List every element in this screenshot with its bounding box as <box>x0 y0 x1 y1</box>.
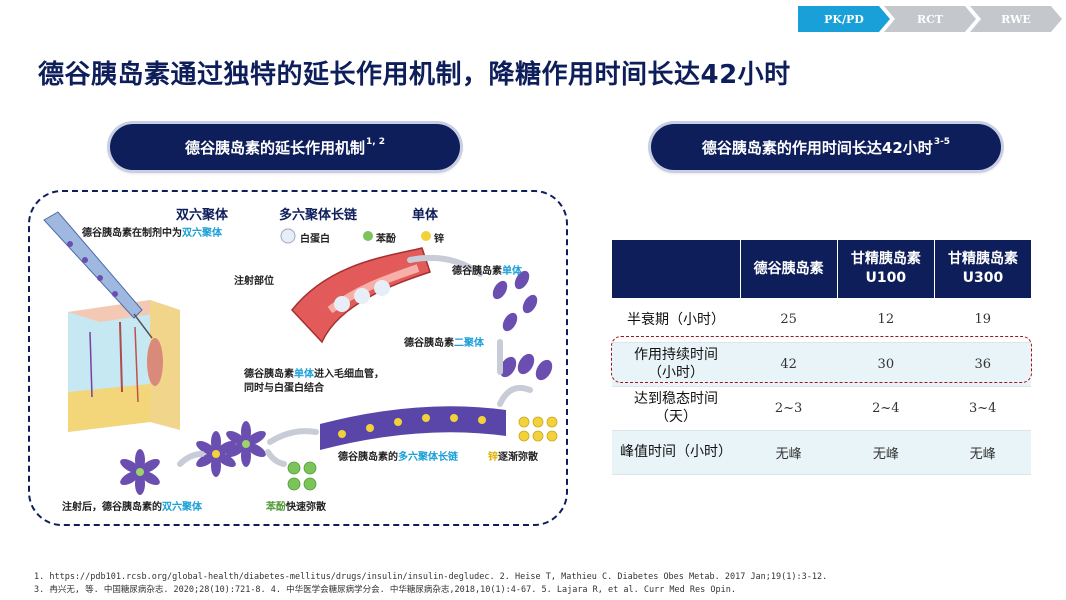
table-cell: 12 <box>837 298 935 343</box>
dihexamer-graphic <box>120 421 266 495</box>
table-cell: 2~4 <box>837 386 935 431</box>
table-header-row: 德谷胰岛素 甘精胰岛素 U100 甘精胰岛素 U300 <box>612 240 1031 298</box>
label-dimer: 德谷胰岛素二聚体 <box>404 338 484 349</box>
table-cell: 19 <box>934 298 1031 343</box>
syringe-graphic <box>43 211 153 339</box>
table-cell: 25 <box>740 298 838 343</box>
row-label-steady-state: 达到稳态时间 （天） <box>612 386 740 431</box>
nav-step-pkpd[interactable]: PK/PD <box>798 6 890 32</box>
label-chain: 德谷胰岛素的多六聚体长链 <box>338 452 458 463</box>
legend-symbols <box>280 228 431 244</box>
nav-step-rct[interactable]: RCT <box>884 6 976 32</box>
table-cell: 42 <box>740 342 838 387</box>
row-label-peak-time: 峰值时间（小时） <box>612 430 740 475</box>
label-monomer: 德谷胰岛素单体 <box>452 266 522 277</box>
label-capillary: 德谷胰岛素单体进入毛细血管， 同时与白蛋白结合 <box>244 369 384 394</box>
right-section-header-text: 德谷胰岛素的作用时间长达42小时 <box>701 138 933 157</box>
left-section-header-text: 德谷胰岛素的延长作用机制 <box>184 138 365 157</box>
table-cell: 无峰 <box>740 430 838 475</box>
row-label-half-life: 半衰期（小时） <box>612 298 740 343</box>
header-dihexamer: 双六聚体 <box>176 208 229 223</box>
table-cell: 无峰 <box>934 430 1031 475</box>
phenol-cluster-graphic <box>287 461 317 491</box>
table-row: 达到稳态时间 （天） 2~3 2~4 3~4 <box>612 386 1031 431</box>
left-section-header-refs: 1, 2 <box>365 137 386 147</box>
skin-tissue-graphic <box>68 300 180 432</box>
section-nav: PK/PD RCT RWE <box>798 6 1062 32</box>
table-header-blank <box>612 240 741 298</box>
legend-zinc: 锌 <box>434 234 444 245</box>
pk-comparison-table: 德谷胰岛素 甘精胰岛素 U100 甘精胰岛素 U300 半衰期（小时） 25 1… <box>612 240 1031 475</box>
label-formulation: 德谷胰岛素在制剂中为双六聚体 <box>82 228 222 239</box>
table-cell: 2~3 <box>740 386 838 431</box>
legend-phenol: 苯酚 <box>376 234 396 245</box>
page-title: 德谷胰岛素通过独特的延长作用机制，降糖作用时间长达42小时 <box>38 60 791 90</box>
table-cell: 30 <box>837 342 935 387</box>
header-monomer: 单体 <box>412 208 439 223</box>
table-header-degludec: 德谷胰岛素 <box>740 240 838 298</box>
references: 1. https://pdb101.rcsb.org/global-health… <box>34 571 1044 597</box>
table-row: 峰值时间（小时） 无峰 无峰 无峰 <box>612 430 1031 475</box>
label-phenol-spread: 苯酚快速弥散 <box>266 502 326 513</box>
reference-line: 3. 冉兴无, 等. 中国糖尿病杂志. 2020;28(10):721-8. 4… <box>34 585 736 595</box>
mechanism-illustration: 双六聚体 多六聚体长链 单体 白蛋白 苯酚 锌 德谷胰岛素在制剂中为双六聚体 注… <box>28 190 568 526</box>
table-row: 作用持续时间 （小时） 42 30 36 <box>612 342 1031 387</box>
mechanism-drawing <box>43 211 558 495</box>
duration-row-highlight <box>611 336 1032 383</box>
zinc-cluster-graphic <box>518 416 558 442</box>
legend-albumin: 白蛋白 <box>300 234 330 245</box>
table-header-glargine-u300: 甘精胰岛素 U300 <box>934 240 1031 298</box>
table-row: 半衰期（小时） 25 12 19 <box>612 298 1031 343</box>
nav-step-rwe[interactable]: RWE <box>970 6 1062 32</box>
table-cell: 36 <box>934 342 1031 387</box>
table-cell: 3~4 <box>934 386 1031 431</box>
row-label-duration: 作用持续时间 （小时） <box>612 342 740 387</box>
multihexamer-chain-graphic <box>320 406 506 450</box>
label-after-injection: 注射后，德谷胰岛素的双六聚体 <box>62 502 202 513</box>
label-injection-site: 注射部位 <box>234 276 274 287</box>
reference-line: 1. https://pdb101.rcsb.org/global-health… <box>34 572 828 582</box>
label-zinc-spread: 锌逐渐弥散 <box>488 452 538 463</box>
process-arrows <box>177 254 533 467</box>
header-multihexamer: 多六聚体长链 <box>279 208 358 223</box>
right-section-header-refs: 3-5 <box>933 137 951 147</box>
table-header-glargine-u100: 甘精胰岛素 U100 <box>837 240 935 298</box>
monomer-graphic <box>492 270 553 381</box>
table-cell: 无峰 <box>837 430 935 475</box>
